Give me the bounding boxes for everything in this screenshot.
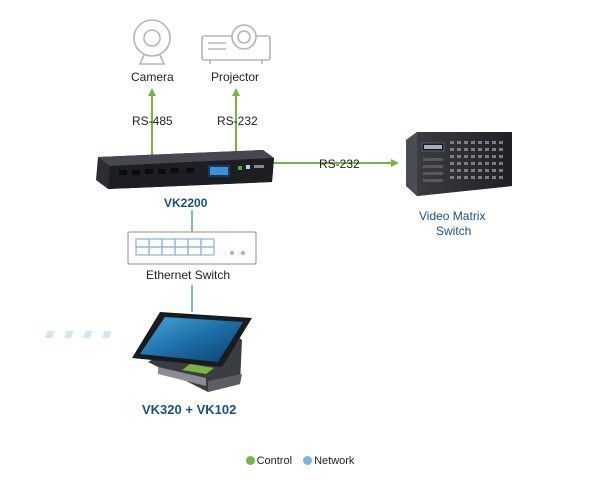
camera-icon [133, 19, 171, 65]
matrix-connection-label: RS-232 [319, 157, 360, 171]
projector-label: Projector [211, 70, 260, 84]
projector-icon [201, 24, 271, 64]
legend-control-label: Control [256, 455, 293, 467]
controller-device-icon [96, 150, 274, 189]
projector-connection-label: RS-232 [217, 114, 258, 128]
ethernet-switch-label: Ethernet Switch [146, 268, 231, 282]
camera-label: Camera [131, 70, 174, 84]
camera-connection-label: RS-485 [132, 114, 173, 128]
video-matrix-label-line1: Video Matrix [419, 209, 486, 223]
legend-network-dot [303, 456, 313, 465]
vk2200-label: VK2200 [164, 196, 208, 210]
touch-panel-label: VK320 + VK102 [142, 402, 237, 417]
legend-control: Control [245, 455, 296, 467]
video-matrix-icon [406, 132, 512, 196]
legend-network: Network [303, 455, 354, 467]
legend: Control Network [0, 455, 600, 467]
touch-panel-icon [44, 312, 252, 392]
legend-network-label: Network [314, 455, 355, 467]
ethernet-switch-icon [127, 231, 257, 265]
video-matrix-label-line2: Switch [436, 224, 472, 238]
legend-control-dot [245, 456, 255, 465]
